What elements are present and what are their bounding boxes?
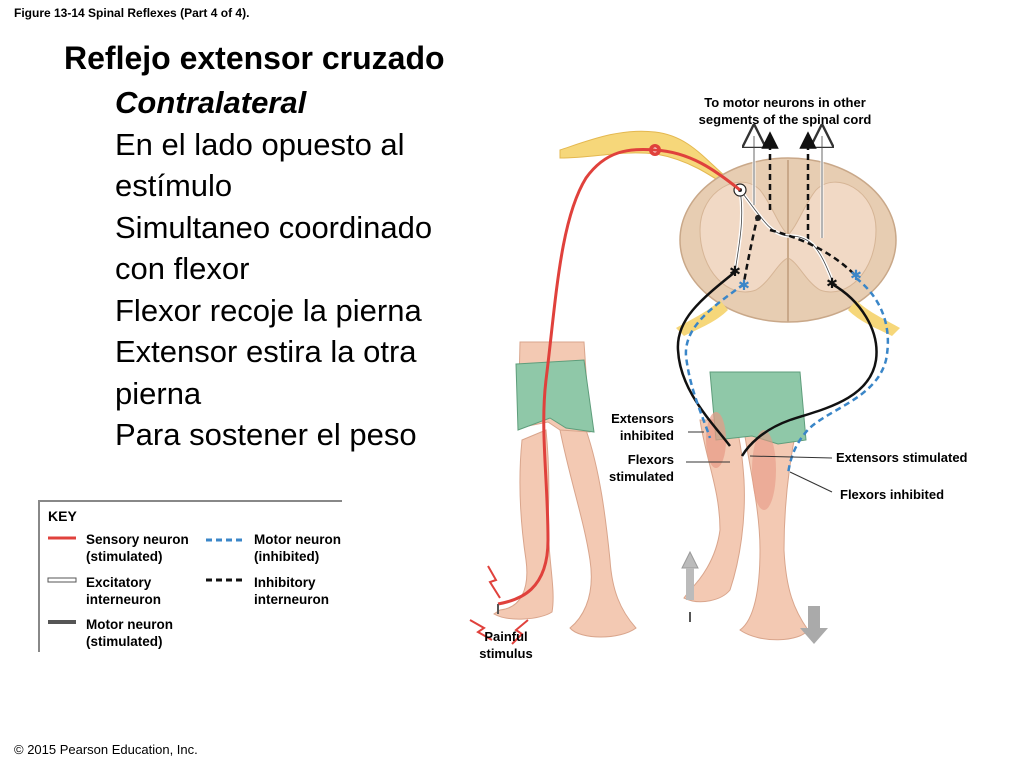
figure-caption: Figure 13-14 Spinal Reflexes (Part 4 of … <box>14 6 250 20</box>
label-line: stimulated <box>608 469 674 484</box>
label-line: Painful <box>484 629 528 644</box>
key-line: interneuron <box>254 592 330 607</box>
bullet-line: Extensor estira la otra <box>115 334 417 369</box>
bullet-list: Contralateral En el lado opuesto al estí… <box>115 82 432 456</box>
key-line: Motor neuron <box>86 617 173 632</box>
label-to-motor-neurons: To motor neurons in other segments of th… <box>684 94 886 128</box>
motor-neuron-inhibited <box>684 282 745 439</box>
key-line: Sensory neuron <box>86 532 189 547</box>
bullet-line: estímulo <box>115 168 233 203</box>
motor-neuron-stimulated <box>740 282 878 457</box>
label-line: segments of the spinal cord <box>698 112 872 127</box>
bullet-contralateral: Contralateral <box>115 85 307 120</box>
label-flexors-inhibited: Flexors inhibited <box>840 487 945 502</box>
key-line: interneuron <box>86 592 162 607</box>
key-line: (inhibited) <box>254 549 320 564</box>
bullet-line: Flexor recoje la pierna <box>115 292 422 328</box>
key-motor-inhibited-label: Motor neuron (inhibited) <box>254 531 341 565</box>
key-box <box>38 500 342 652</box>
label-line: inhibited <box>619 428 674 443</box>
label-flexors-stimulated: Flexors stimulated <box>590 451 674 485</box>
motor-neuron-cell-icon: ✱ <box>850 268 862 284</box>
motor-neuron-inhibited <box>786 277 890 475</box>
right-figure-legs <box>683 371 809 641</box>
bullet-line: Simultaneo coordinado <box>115 209 433 245</box>
copyright-notice: © 2015 Pearson Education, Inc. <box>14 742 198 757</box>
label-line: To motor neurons in other <box>704 95 866 110</box>
key-sensory-label: Sensory neuron (stimulated) <box>86 531 189 565</box>
bullet-line: Para sostener el peso <box>115 417 417 452</box>
label-extensors-inhibited: Extensors inhibited <box>590 410 674 444</box>
left-figure-legs <box>493 341 637 638</box>
bullet-line: pierna <box>115 375 202 411</box>
down-arrow-icon <box>800 606 828 644</box>
label-painful-stimulus: Painful stimulus <box>468 628 544 662</box>
key-excitatory-swatch <box>47 577 77 583</box>
key-excitatory-label: Excitatory interneuron <box>86 574 161 608</box>
key-line: (stimulated) <box>86 549 163 564</box>
key-inhibitory-label: Inhibitory interneuron <box>254 574 329 608</box>
bullet-line: con flexor <box>115 251 250 286</box>
key-line: Inhibitory <box>254 575 316 590</box>
key-line: Excitatory <box>86 575 152 590</box>
motor-neuron-stimulated <box>676 271 736 447</box>
motor-neuron-cell-icon: ✱ <box>738 278 750 294</box>
pain-spark-icon <box>487 565 501 599</box>
key-motor-stimulated-label: Motor neuron (stimulated) <box>86 616 173 650</box>
sensory-neuron <box>497 147 741 606</box>
label-line: Flexors <box>627 452 674 467</box>
slide-title: Reflejo extensor cruzado <box>64 40 445 76</box>
label-line: stimulus <box>479 646 533 661</box>
label-line: Extensors <box>611 411 674 426</box>
pain-spark-icon <box>469 619 493 641</box>
pain-spark-icon <box>511 619 529 645</box>
inhibitory-interneuron <box>742 214 760 283</box>
key-line: (stimulated) <box>86 634 163 649</box>
label-extensors-stimulated: Extensors stimulated <box>836 450 968 465</box>
key-title: KEY <box>48 508 77 524</box>
shorts <box>515 359 595 433</box>
key-line: Motor neuron <box>254 532 341 547</box>
bullet-line: En el lado opuesto al <box>115 126 405 162</box>
